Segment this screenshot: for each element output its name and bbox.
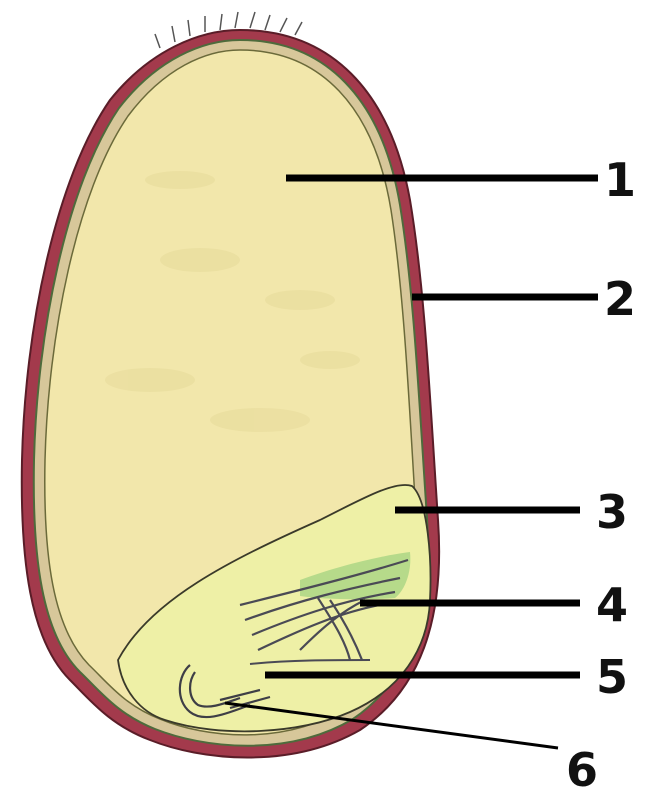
label-6: 6 [566,743,598,792]
label-5: 5 [596,650,628,704]
label-2: 2 [604,272,636,326]
label-3: 3 [596,485,628,539]
label-4: 4 [596,578,628,632]
label-1: 1 [604,153,636,207]
